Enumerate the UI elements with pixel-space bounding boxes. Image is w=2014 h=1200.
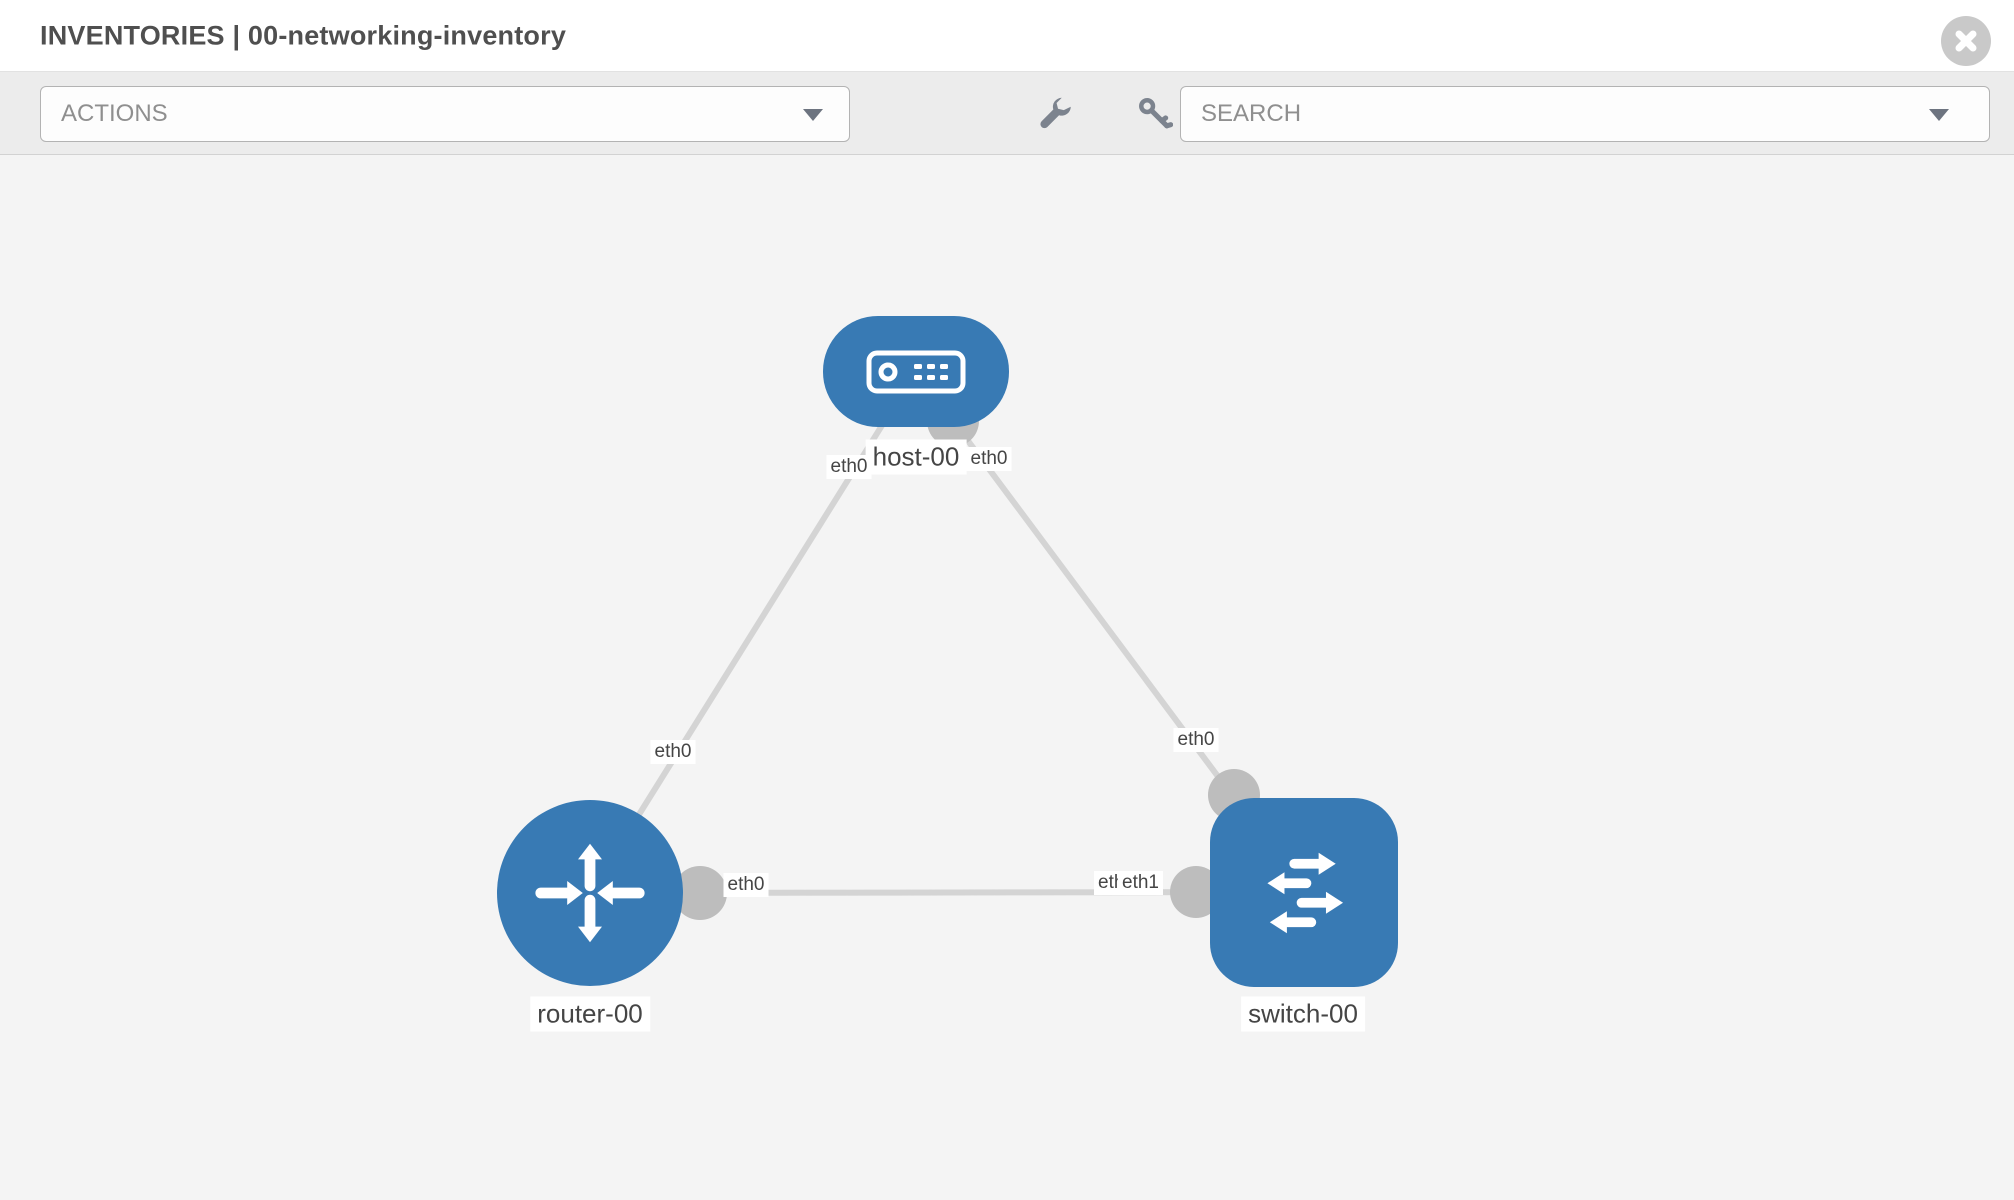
toolbar-icons [1035,72,1175,155]
node-router-00[interactable] [497,800,683,986]
chevron-down-icon [803,109,823,121]
router-icon [535,843,645,943]
topology-canvas[interactable]: host-00 router-00 switch-00 eth0 eth0 et… [0,155,2014,1200]
node-label-switch-00: switch-00 [1241,996,1365,1032]
interface-label-eth0: eth0 [1173,728,1219,752]
search-placeholder: SEARCH [1201,100,1302,127]
page-header: INVENTORIES | 00-networking-inventory [0,0,2014,72]
toolbar: ACTIONS SEARCH [0,72,2014,155]
tools-button[interactable] [1035,94,1075,134]
node-label-router-00: router-00 [530,996,650,1032]
interface-connector [1170,866,1222,918]
actions-label: ACTIONS [61,100,168,127]
wrench-icon [1040,97,1071,128]
topology-links [587,369,1307,920]
actions-dropdown[interactable]: ACTIONS [40,86,850,142]
interface-label-eth1: eth1 [1118,871,1163,895]
close-button[interactable] [1941,16,1991,66]
host-icon [866,350,966,393]
interface-connector [673,866,727,920]
close-icon [1955,30,1977,52]
interface-label-eth0: eth0 [650,740,696,764]
interface-label-eth0: eth0 [826,455,872,479]
search-dropdown[interactable]: SEARCH [1180,86,1990,142]
node-switch-00[interactable] [1210,798,1398,987]
node-host-00[interactable] [823,316,1009,427]
key-button[interactable] [1135,94,1175,134]
key-icon [1139,97,1173,128]
chevron-down-icon [1929,109,1949,121]
interface-label-eth0: eth0 [966,447,1012,471]
switch-icon [1267,852,1344,933]
page-title: INVENTORIES | 00-networking-inventory [40,20,567,50]
interface-label-eth0: eth0 [723,873,769,897]
node-label-host-00: host-00 [865,439,967,475]
